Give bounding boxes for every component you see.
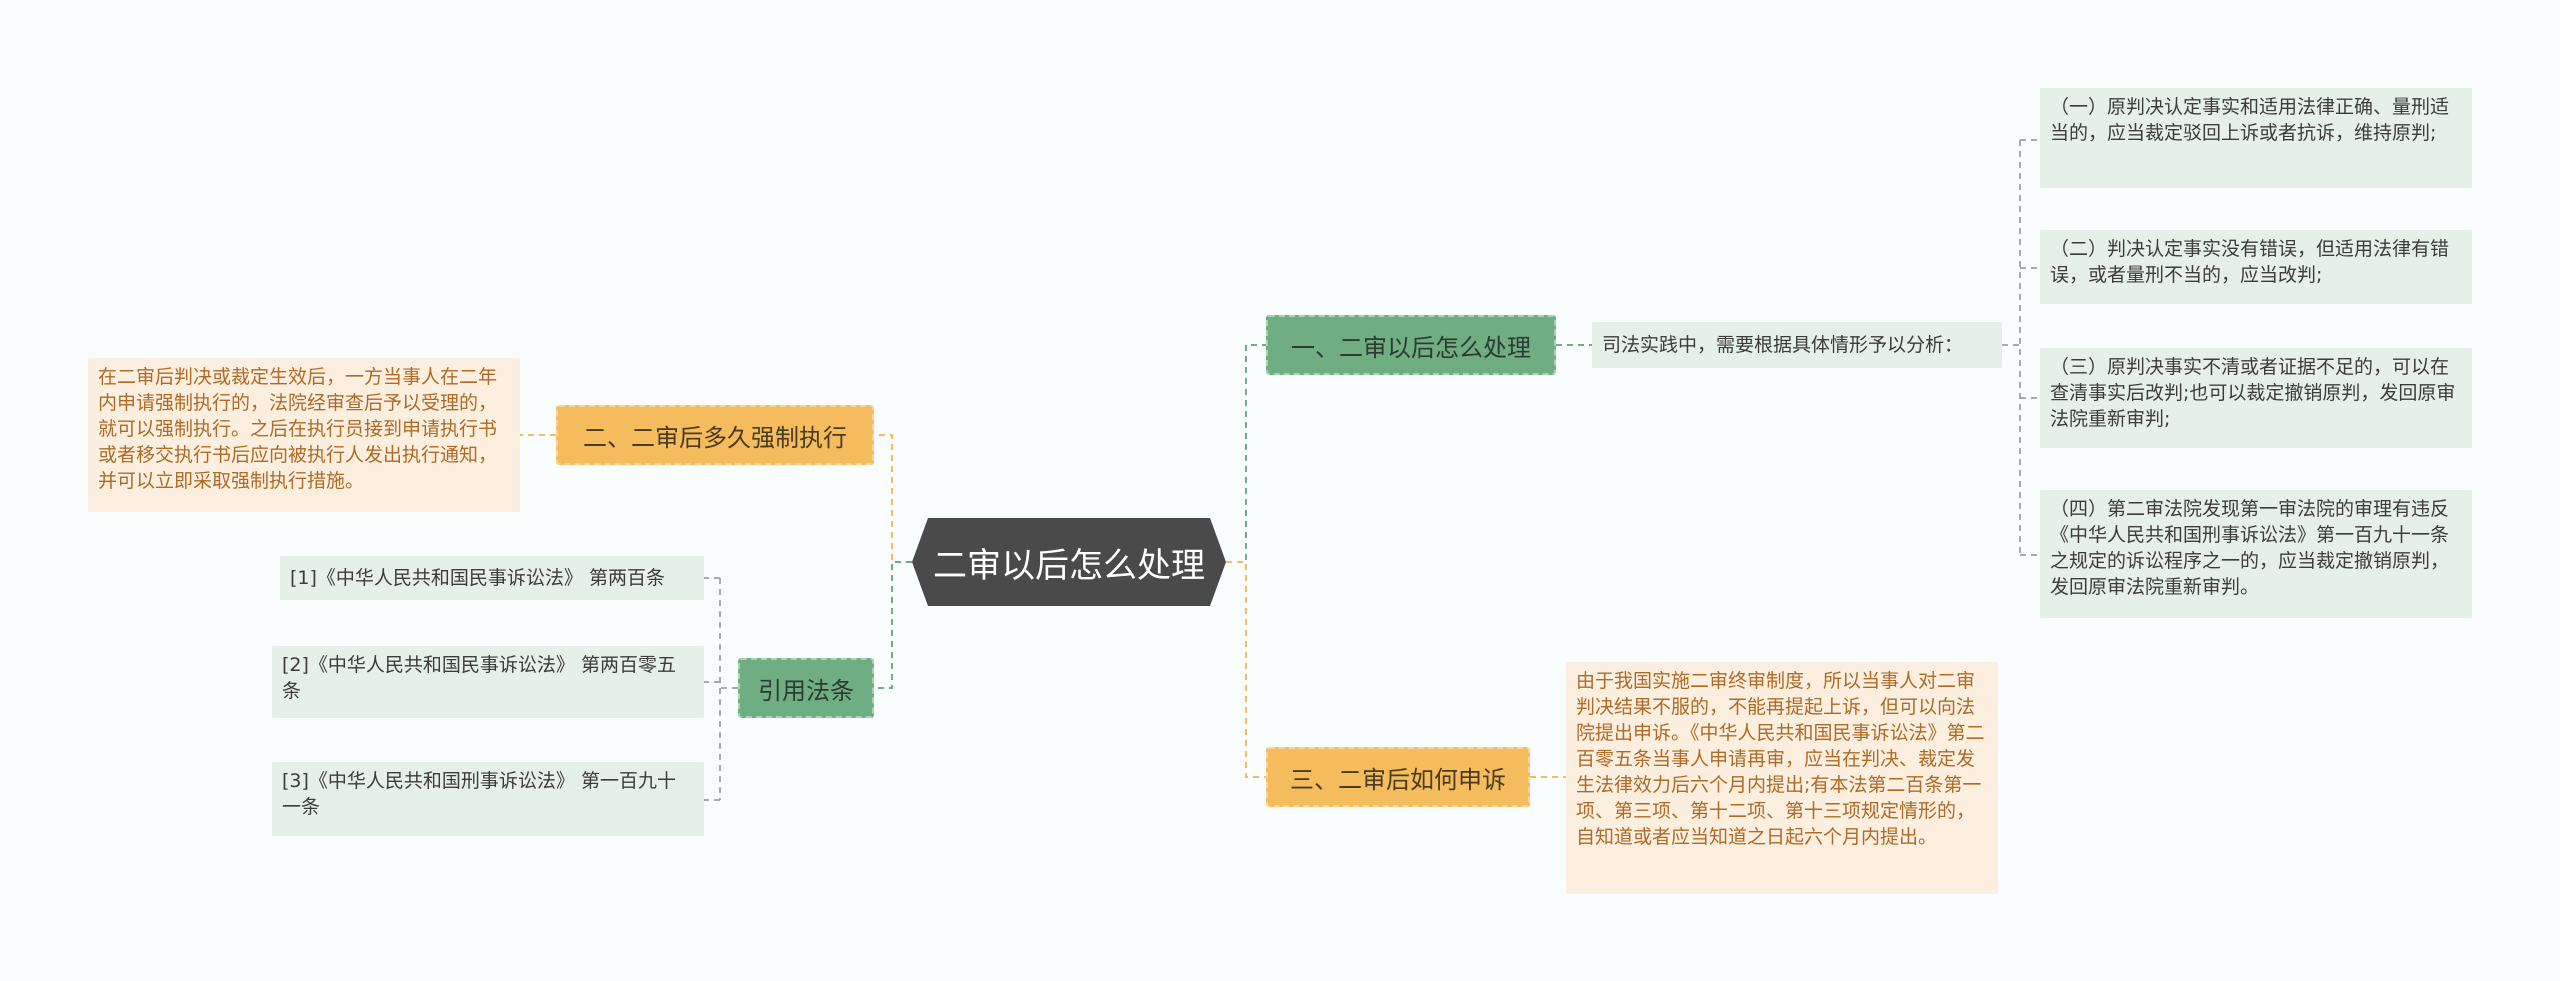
handle-item-4: （四）第二审法院发现第一审法院的审理有违反《中华人民共和国刑事诉讼法》第一百九十… [2040, 490, 2472, 618]
citation-1-text: [1]《中华人民共和国民事诉讼法》 第两百条 [290, 567, 665, 589]
enforcement-text: 在二审后判决或裁定生效后，一方当事人在二年内申请强制执行的，法院经审查后予以受理… [98, 366, 498, 492]
intro-text: 司法实践中，需要根据具体情形予以分析： [1602, 334, 1964, 356]
branch-how-to-handle: 一、二审以后怎么处理 [1266, 315, 1556, 375]
root-topic: 二审以后怎么处理 [912, 518, 1226, 606]
handle-item-1: （一）原判决认定事实和适用法律正确、量刑适当的，应当裁定驳回上诉或者抗诉，维持原… [2040, 88, 2472, 188]
citation-2-text: [2]《中华人民共和国民事诉讼法》 第两百零五条 [282, 654, 676, 702]
handle-item-3-text: （三）原判决事实不清或者证据不足的，可以在查清事实后改判;也可以裁定撤销原判，发… [2050, 356, 2456, 430]
branch-appeal: 三、二审后如何申诉 [1266, 747, 1530, 807]
branch-enforcement-text: 在二审后判决或裁定生效后，一方当事人在二年内申请强制执行的，法院经审查后予以受理… [88, 358, 520, 512]
branch-enforcement-label: 二、二审后多久强制执行 [583, 423, 847, 452]
branch-citations-label: 引用法条 [758, 676, 854, 705]
root-topic-label: 二审以后怎么处理 [933, 545, 1205, 586]
citation-3: [3]《中华人民共和国刑事诉讼法》 第一百九十一条 [272, 762, 704, 836]
handle-item-1-text: （一）原判决认定事实和适用法律正确、量刑适当的，应当裁定驳回上诉或者抗诉，维持原… [2050, 96, 2450, 144]
branch-how-to-handle-intro: 司法实践中，需要根据具体情形予以分析： [1592, 322, 2002, 368]
branch-appeal-label: 三、二审后如何申诉 [1290, 765, 1506, 794]
handle-item-4-text: （四）第二审法院发现第一审法院的审理有违反《中华人民共和国刑事诉讼法》第一百九十… [2050, 498, 2450, 598]
handle-item-3: （三）原判决事实不清或者证据不足的，可以在查清事实后改判;也可以裁定撤销原判，发… [2040, 348, 2472, 448]
citation-2: [2]《中华人民共和国民事诉讼法》 第两百零五条 [272, 646, 704, 718]
handle-item-2: （二）判决认定事实没有错误，但适用法律有错误，或者量刑不当的，应当改判; [2040, 230, 2472, 304]
branch-how-to-handle-label: 一、二审以后怎么处理 [1291, 333, 1531, 362]
branch-citations: 引用法条 [738, 658, 874, 718]
handle-item-2-text: （二）判决认定事实没有错误，但适用法律有错误，或者量刑不当的，应当改判; [2050, 238, 2450, 286]
branch-appeal-text: 由于我国实施二审终审制度，所以当事人对二审判决结果不服的，不能再提起上诉，但可以… [1566, 662, 1998, 894]
citation-1: [1]《中华人民共和国民事诉讼法》 第两百条 [280, 556, 704, 600]
appeal-text: 由于我国实施二审终审制度，所以当事人对二审判决结果不服的，不能再提起上诉，但可以… [1576, 670, 1985, 848]
citation-3-text: [3]《中华人民共和国刑事诉讼法》 第一百九十一条 [282, 770, 676, 818]
branch-enforcement: 二、二审后多久强制执行 [556, 405, 874, 465]
